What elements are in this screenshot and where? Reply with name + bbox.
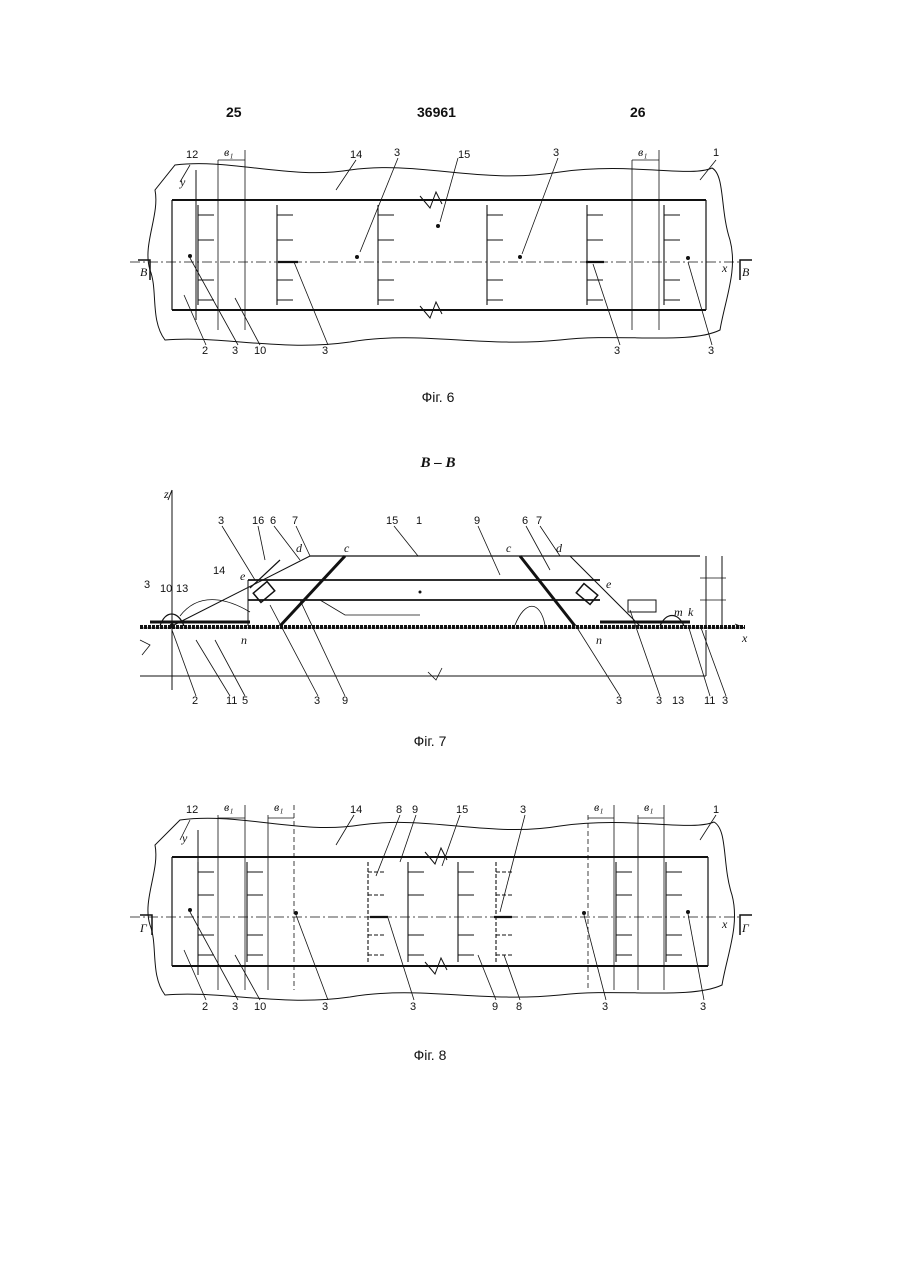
fig8-dim-b1-a: в₁ [224,800,233,814]
figure8-boundary [148,818,735,1000]
fig6-label-12: 12 [186,149,198,161]
fig6-label-3e: 3 [614,345,620,357]
fig8-section-left: Г [139,921,148,935]
fig7-point-d-right: d [556,541,563,555]
fig7-label-3a: 3 [218,515,224,527]
fig6-label-3c: 3 [232,345,238,357]
fig8-label-8b: 8 [516,1001,522,1013]
fig7-label-11a: 11 [226,695,237,707]
fig8-label-12: 12 [186,804,198,816]
fig6-label-3f: 3 [708,345,714,357]
figure8-drawing [130,805,752,1000]
fig7-point-e-left: e [240,569,246,583]
fig6-dim-b1-right: в₁ [638,145,647,159]
fig7-label-16: 16 [252,515,264,527]
fig7-point-d-left: d [296,541,303,555]
fig6-label-3d: 3 [322,345,328,357]
fig7-point-c-left: c [344,541,350,555]
fig6-label-15: 15 [458,149,470,161]
fig7-label-10: 10 [160,583,172,595]
fig6-axis-y: y [179,175,186,189]
fig7-label-3c: 3 [314,695,320,707]
fig7-label-9a: 9 [474,515,480,527]
fig6-label-10: 10 [254,345,266,357]
fig8-label-9b: 9 [492,1001,498,1013]
fig6-axis-x: x [721,261,728,275]
fig7-axis-x: x [741,631,748,645]
fig6-label-3a: 3 [394,147,400,159]
fig7-point-m: m [674,605,683,619]
fig8-section-right: Г [741,921,750,935]
fig7-label-9b: 9 [342,695,348,707]
fig7-point-c-right: c [506,541,512,555]
fig8-label-10: 10 [254,1001,266,1013]
fig8-label-14: 14 [350,804,362,816]
fig7-label-3e: 3 [656,695,662,707]
fig7-label-1: 1 [416,515,422,527]
fig8-label-3e: 3 [602,1001,608,1013]
fig8-axis-x: x [721,917,728,931]
fig7-label-3b: 3 [144,579,150,591]
fig7-label-5: 5 [242,695,248,707]
fig7-point-k: k [688,605,694,619]
figure6-drawing [130,150,752,345]
fig8-label-8a: 8 [396,804,402,816]
fig7-label-3d: 3 [616,695,622,707]
fig7-label-7b: 7 [536,515,542,527]
fig8-label-3b: 3 [232,1001,238,1013]
figure7-drawing [140,490,745,696]
fig7-label-14: 14 [213,565,225,577]
fig7-point-n-left: n [241,633,247,647]
fig8-label-1: 1 [713,804,719,816]
fig7-label-3f: 3 [722,695,728,707]
figure6-labels: 12 y в₁ в₁ 14 3 15 3 1 В В x 2 3 10 3 3 … [140,145,750,357]
fig7-label-13b: 13 [672,695,684,707]
fig6-label-3b: 3 [553,147,559,159]
fig8-dim-b1-c: в₁ [594,800,603,814]
fig8-label-2: 2 [202,1001,208,1013]
fig7-label-15: 15 [386,515,398,527]
fig7-axis-z: z [163,487,169,501]
fig8-label-3a: 3 [520,804,526,816]
fig6-section-right: В [742,265,750,279]
fig8-label-3f: 3 [700,1001,706,1013]
fig6-dim-b1-left: в₁ [224,145,233,159]
fig7-point-n-right: n [596,633,602,647]
fig7-label-13: 13 [176,583,188,595]
fig8-dim-b1-d: в₁ [644,800,653,814]
fig8-label-9a: 9 [412,804,418,816]
figure7-labels: z x 3 16 6 7 15 1 9 6 7 d c c d e e 14 1… [144,487,748,707]
fig8-label-3c: 3 [322,1001,328,1013]
fig6-section-left: В [140,265,148,279]
fig8-dim-b1-b: в₁ [274,800,283,814]
figure8-labels: 12 y в₁ в₁ в₁ в₁ 14 8 9 15 3 1 Г Г x 2 3… [139,800,750,1013]
fig6-label-1: 1 [713,147,719,159]
fig7-label-11b: 11 [704,695,715,707]
fig8-label-3d: 3 [410,1001,416,1013]
fig7-label-6a: 6 [270,515,276,527]
fig8-axis-y: y [181,831,188,845]
fig7-label-6b: 6 [522,515,528,527]
fig7-label-2: 2 [192,695,198,707]
fig8-label-15: 15 [456,804,468,816]
figure6-boundary [148,164,733,346]
fig6-label-14: 14 [350,149,362,161]
fig7-point-e-right: e [606,577,612,591]
fig7-label-7a: 7 [292,515,298,527]
fig6-label-2: 2 [202,345,208,357]
